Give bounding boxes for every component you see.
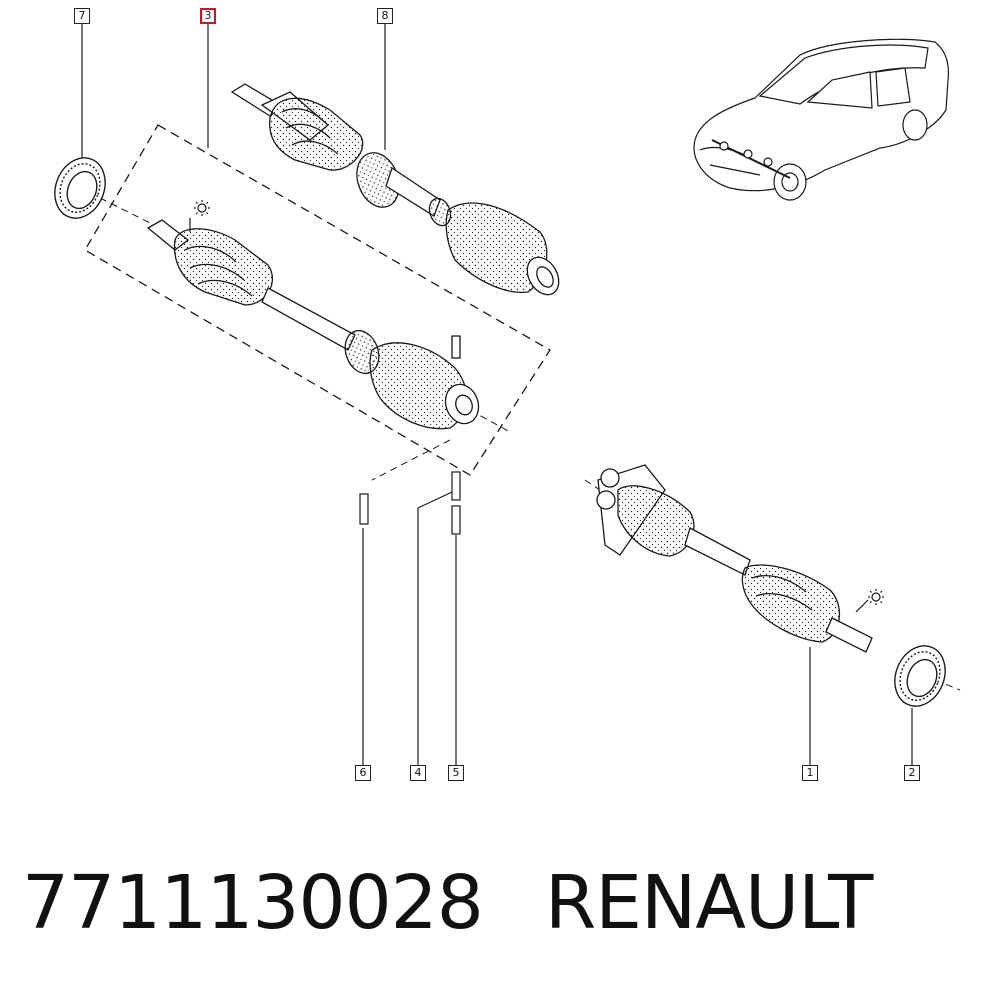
callout-1: 1 xyxy=(802,765,818,781)
service-gear-icon-right xyxy=(868,589,884,605)
callout-7: 7 xyxy=(74,8,90,24)
callout-4: 4 xyxy=(410,765,426,781)
part-caption: 7711130028 RENAULT xyxy=(22,858,982,948)
callout-8: 8 xyxy=(377,8,393,24)
assembly-frame xyxy=(84,124,551,476)
abs-ring-left xyxy=(54,157,106,219)
callout-5: 5 xyxy=(448,765,464,781)
roll-pins xyxy=(359,471,461,535)
service-gear-icon xyxy=(194,200,210,216)
car-location-illustration xyxy=(693,38,950,201)
drive-shaft-top xyxy=(230,83,560,296)
drive-shaft-part-3 xyxy=(146,219,480,430)
drive-shaft-part-1 xyxy=(596,464,873,653)
callout-3-highlighted: 3 xyxy=(200,8,216,24)
callout-6: 6 xyxy=(355,765,371,781)
brand-name: RENAULT xyxy=(544,860,874,946)
abs-ring-right xyxy=(894,645,946,707)
part-number: 7711130028 xyxy=(22,860,484,946)
callout-2: 2 xyxy=(904,765,920,781)
leader-lines xyxy=(81,24,913,765)
